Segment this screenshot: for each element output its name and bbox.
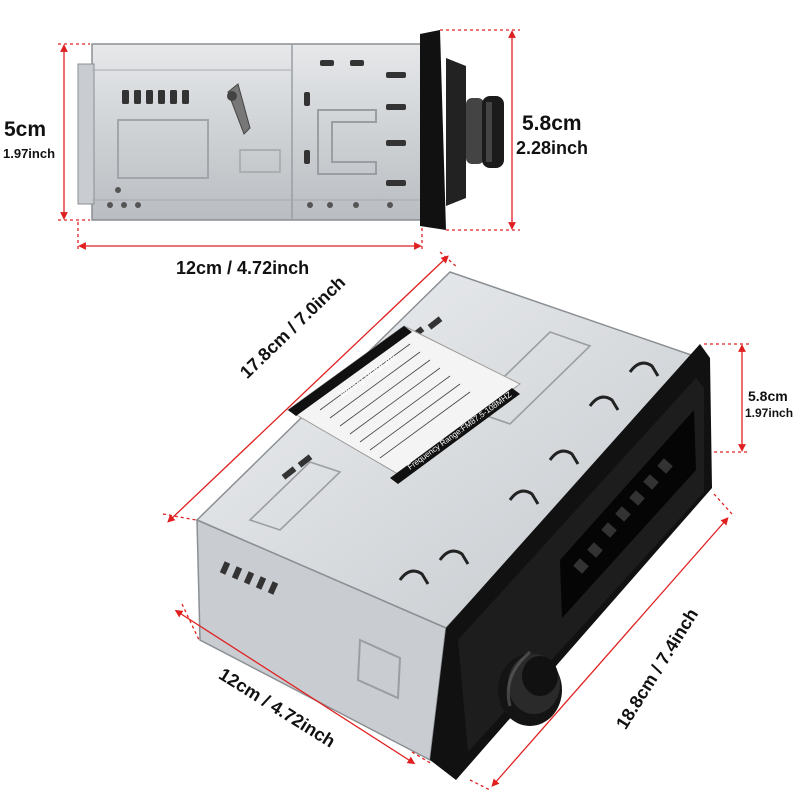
iso-front-height-label-inch: 1.97inch <box>745 406 794 420</box>
iso-top-depth-dimension-line <box>162 251 459 523</box>
side-height-label-cm: 5cm <box>4 118 47 141</box>
side-height-label-inch: 1.97inch <box>3 146 56 161</box>
front-height-label-inch: 2.28inch <box>516 138 589 158</box>
front-height-label-cm: 5.8cm <box>522 112 582 135</box>
side-width-dimension-line <box>77 222 423 252</box>
iso-front-width-dimension-line <box>469 493 733 791</box>
side-width-label: 12cm / 4.72inch <box>176 258 310 278</box>
front-height-dimension-line <box>440 29 520 231</box>
iso-front-height-dimension-line <box>704 343 750 453</box>
side-view-radio <box>77 30 504 230</box>
iso-side-width-dimension-line <box>174 603 433 765</box>
iso-front-height-label-cm: 5.8cm <box>748 388 788 404</box>
side-height-dimension-line <box>58 43 90 221</box>
